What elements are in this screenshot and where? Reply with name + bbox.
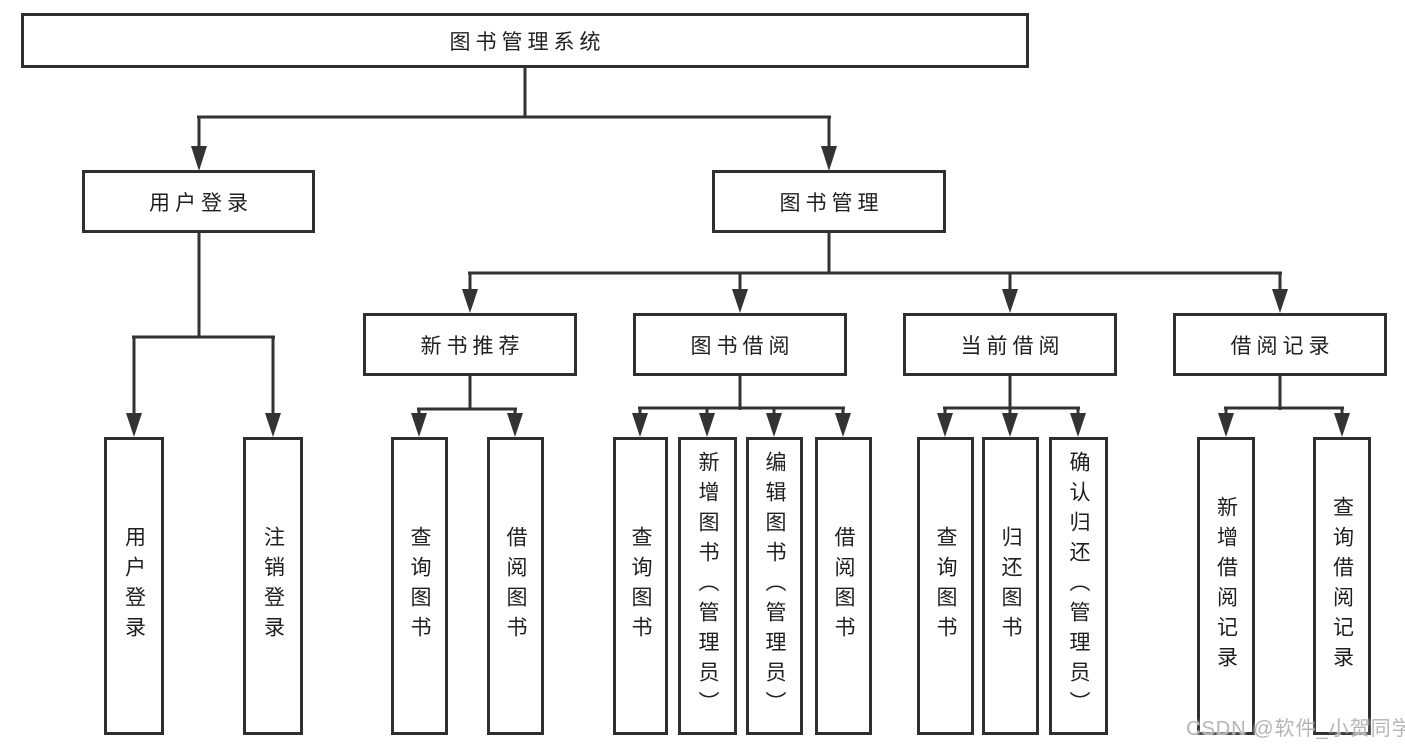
leaf-label: 新增图书（管理员）	[696, 451, 719, 721]
leaf-return-books: 归还图书	[982, 437, 1039, 735]
leaf-label: 编辑图书（管理员）	[763, 451, 786, 721]
connector-current-borrowing-to-leaves	[937, 376, 1086, 437]
node-label: 用户登录	[149, 191, 253, 215]
leaf-query-books-2: 查询图书	[613, 437, 668, 735]
leaf-borrow-books-1: 借阅图书	[487, 437, 544, 735]
node-new-book-recommend: 新书推荐	[363, 313, 577, 376]
connector-book-borrowing-to-leaves	[632, 376, 851, 437]
leaf-borrow-books-2: 借阅图书	[815, 437, 872, 735]
csdn-watermark: CSDN @软件_小贺同学	[1186, 718, 1405, 740]
leaf-label: 查询图书	[629, 526, 652, 646]
leaf-logout: 注销登录	[243, 437, 303, 735]
leaf-label: 注销登录	[261, 526, 285, 646]
leaf-confirm-return-admin: 确认归还（管理员）	[1049, 437, 1108, 735]
connector-book-management-to-level3	[462, 233, 1288, 313]
leaf-add-borrow-record: 新增借阅记录	[1197, 437, 1255, 735]
leaf-edit-books-admin: 编辑图书（管理员）	[746, 437, 803, 735]
leaf-query-books-3: 查询图书	[917, 437, 974, 735]
node-label: 当前借阅	[960, 334, 1065, 358]
node-library-management-system: 图书管理系统	[21, 13, 1029, 68]
node-label: 借阅记录	[1230, 334, 1335, 358]
node-borrowing-records: 借阅记录	[1173, 313, 1387, 376]
node-book-borrowing: 图书借阅	[633, 313, 847, 376]
leaf-label: 确认归还（管理员）	[1067, 451, 1090, 721]
connector-root-to-level2	[191, 68, 837, 171]
leaf-label: 查询借阅记录	[1330, 496, 1354, 676]
leaf-label: 归还图书	[999, 526, 1022, 646]
leaf-query-books-1: 查询图书	[391, 437, 448, 735]
node-label: 新书推荐	[420, 334, 525, 358]
leaf-label: 查询图书	[408, 526, 431, 646]
leaf-label: 借阅图书	[504, 526, 527, 646]
node-label: 图书借阅	[690, 334, 795, 358]
leaf-query-borrow-record: 查询借阅记录	[1313, 437, 1371, 735]
node-label: 图书管理系统	[449, 30, 606, 54]
leaf-add-books-admin: 新增图书（管理员）	[678, 437, 737, 735]
leaf-label: 借阅图书	[832, 526, 855, 646]
leaf-label: 新增借阅记录	[1214, 496, 1238, 676]
connector-user-login-to-leaves	[126, 233, 281, 437]
node-book-management: 图书管理	[712, 170, 946, 233]
connector-new-book-recommend-to-leaves	[411, 376, 523, 437]
leaf-label: 查询图书	[934, 526, 957, 646]
node-user-login: 用户登录	[82, 170, 315, 233]
node-label: 图书管理	[779, 191, 884, 215]
node-current-borrowing: 当前借阅	[903, 313, 1117, 376]
connector-borrowing-records-to-leaves	[1218, 376, 1350, 437]
leaf-user-login: 用户登录	[104, 437, 164, 735]
leaf-label: 用户登录	[122, 526, 146, 646]
